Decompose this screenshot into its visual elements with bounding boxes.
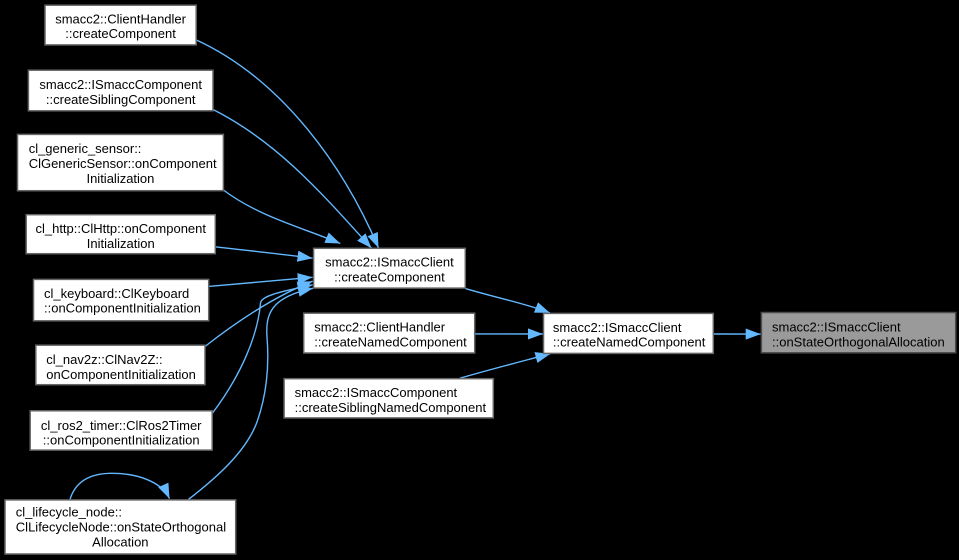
node-label-line: ::createSiblingComponent — [46, 92, 196, 107]
node-label-line: ::createNamedComponent — [314, 335, 467, 350]
node-clhttp-oncomponentinitialization[interactable]: cl_http::ClHttp::onComponent Initializat… — [25, 213, 217, 255]
node-label-line: ::onComponentInitialization — [43, 433, 200, 448]
node-cllifecyclenode-onstateorthogonalallocation[interactable]: cl_lifecycle_node:: ClLifecycleNode::onS… — [4, 499, 237, 555]
node-label-line: smacc2::ISmaccClient — [553, 320, 682, 335]
node-box[interactable] — [542, 312, 715, 355]
node-label-line: Initialization — [86, 171, 154, 186]
node-label-line: cl_lifecycle_node:: — [16, 505, 122, 520]
edge-group — [69, 39, 761, 501]
edge-clgenericsensor-oncomponentinitialization-to-ismaccclient-createcomponent — [222, 189, 341, 245]
node-clkeyboard-oncomponentinitialization[interactable]: cl_keyboard::ClKeyboard ::onComponentIni… — [32, 278, 210, 322]
node-box[interactable] — [283, 377, 495, 419]
node-box[interactable] — [35, 344, 206, 386]
node-box[interactable] — [312, 247, 467, 289]
node-label-line: ::createNamedComponent — [553, 335, 706, 350]
node-label-line: Allocation — [92, 535, 148, 550]
node-label-line: smacc2::ISmaccComponent — [295, 385, 458, 400]
node-label-line: ::createComponent — [65, 26, 176, 41]
node-box[interactable] — [25, 213, 217, 255]
node-label-line: smacc2::ClientHandler — [55, 11, 186, 26]
node-label-line: ClGenericSensor::onComponent — [29, 156, 217, 171]
node-ismacccomponent-createsiblingcomponent[interactable]: smacc2::ISmaccComponent ::createSiblingC… — [27, 69, 214, 112]
node-box[interactable] — [32, 278, 210, 322]
node-box-highlighted — [760, 311, 957, 354]
node-label-line: ClLifecycleNode::onStateOrthogonal — [16, 520, 226, 535]
node-ismaccclient-createcomponent[interactable]: smacc2::ISmaccClient ::createComponent — [312, 247, 467, 289]
node-clnav2z-oncomponentinitialization[interactable]: cl_nav2z::ClNav2Z:: onComponentInitializ… — [35, 344, 206, 386]
node-label-line: smacc2::ISmaccComponent — [39, 77, 202, 92]
node-ismacccomponent-createsiblingnamedcomponent[interactable]: smacc2::ISmaccComponent ::createSiblingN… — [283, 377, 495, 419]
node-label-line: smacc2::ISmaccClient — [772, 320, 901, 335]
node-label-line: onComponentInitialization — [46, 367, 196, 382]
node-ismaccclient-createnamedcomponent[interactable]: smacc2::ISmaccClient ::createNamedCompon… — [542, 312, 715, 355]
edge-ismacccomponent-createsiblingnamedcomponent-to-ismaccclient-createnamedcomponent — [459, 352, 551, 379]
edge-clhttp-oncomponentinitialization-to-ismaccclient-createcomponent — [215, 246, 313, 262]
node-label-line: ::onStateOrthogonalAllocation — [772, 334, 945, 349]
node-box[interactable] — [302, 312, 476, 354]
node-box[interactable] — [29, 410, 213, 451]
edge-clros2timer-oncomponentinitialization-to-ismaccclient-createcomponent — [211, 282, 313, 414]
node-box[interactable] — [4, 499, 237, 555]
node-label-line: cl_generic_sensor:: — [29, 141, 142, 156]
node-ismaccclient-onstateorthogonalallocation: smacc2::ISmaccClient ::onStateOrthogonal… — [760, 311, 957, 354]
node-label-line: cl_nav2z::ClNav2Z:: — [46, 352, 162, 367]
node-clienthandler-createcomponent[interactable]: smacc2::ClientHandler ::createComponent — [44, 4, 197, 46]
node-clienthandler-createnamedcomponent[interactable]: smacc2::ClientHandler ::createNamedCompo… — [302, 312, 476, 354]
edge-ismacccomponent-createsiblingcomponent-to-ismaccclient-createcomponent — [212, 108, 372, 249]
node-label-line: Initialization — [87, 236, 155, 251]
node-label-line: ::createSiblingNamedComponent — [295, 400, 487, 415]
node-label-line: smacc2::ISmaccClient — [325, 255, 454, 270]
edge-ismaccclient-createcomponent-to-ismaccclient-createnamedcomponent — [465, 287, 551, 314]
edge-cllifecyclenode-self-loop — [69, 472, 171, 500]
node-box[interactable] — [16, 133, 225, 192]
node-label-line: ::createComponent — [334, 270, 445, 285]
node-label-line: cl_keyboard::ClKeyboard — [44, 286, 189, 301]
node-label-line: cl_http::ClHttp::onComponent — [35, 221, 206, 236]
node-box[interactable] — [44, 4, 197, 46]
edge-cllifecyclenode-onstateorthogonalallocation-to-ismaccclient-createcomponent — [187, 285, 314, 501]
node-label-line: ::onComponentInitialization — [44, 301, 201, 316]
node-label-line: cl_ros2_timer::ClRos2Timer — [41, 418, 202, 433]
node-label-line: smacc2::ClientHandler — [314, 320, 445, 335]
node-clgenericsensor-oncomponentinitialization[interactable]: cl_generic_sensor:: ClGenericSensor::onC… — [16, 133, 225, 192]
node-box[interactable] — [27, 69, 214, 112]
edge-clienthandler-createcomponent-to-ismaccclient-createcomponent — [196, 39, 380, 249]
edge-clkeyboard-oncomponentinitialization-to-ismaccclient-createcomponent — [208, 273, 313, 288]
node-clros2timer-oncomponentinitialization[interactable]: cl_ros2_timer::ClRos2Timer ::onComponent… — [29, 410, 213, 451]
